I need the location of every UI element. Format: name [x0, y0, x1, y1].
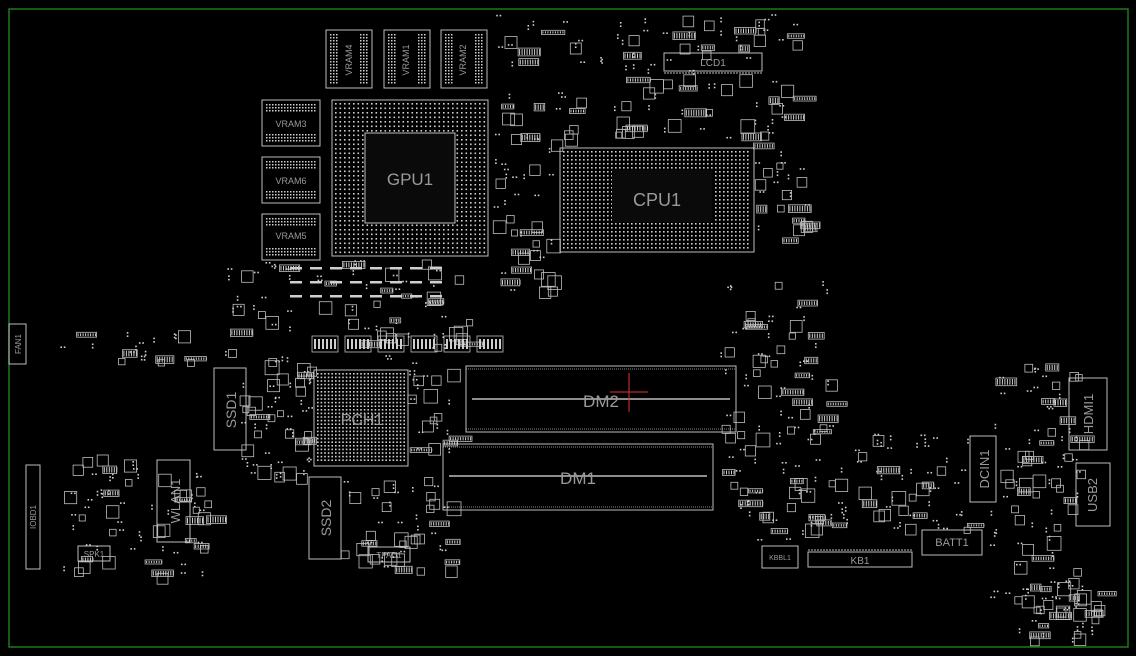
kb1-connector[interactable]: KB1 — [807, 549, 913, 568]
vram6-label: VRAM6 — [275, 176, 306, 186]
dcin1-connector[interactable]: DCIN1 — [969, 435, 997, 503]
spk1-label: SPK1 — [84, 550, 105, 559]
vram2-label: VRAM2 — [458, 44, 468, 75]
lcd1-label: LCD1 — [700, 58, 726, 69]
vram4-chip[interactable]: VRAM4 — [325, 29, 373, 89]
kb1-label: KB1 — [851, 556, 870, 567]
ssd1-label: SSD1 — [223, 392, 239, 429]
kbbl1-label: KBBL1 — [769, 555, 791, 562]
vram3-label: VRAM3 — [275, 119, 306, 129]
ssd2-label: SSD2 — [318, 500, 334, 537]
ssd2-slot[interactable]: SSD2 — [308, 476, 342, 560]
vram4-label: VRAM4 — [344, 44, 354, 75]
gpu1-chip[interactable]: GPU1 — [331, 99, 489, 257]
dcin1-label: DCIN1 — [977, 449, 992, 488]
pch1-chip[interactable]: PCH1 — [313, 369, 409, 467]
batt1-label: BATT1 — [935, 537, 968, 549]
passive-components — [60, 14, 1117, 647]
vram1-chip[interactable]: VRAM1 — [383, 29, 431, 89]
kbbl1-connector[interactable]: KBBL1 — [761, 545, 799, 569]
cpu1-label: CPU1 — [633, 190, 681, 210]
vram6-chip[interactable]: VRAM6 — [261, 156, 321, 204]
hdmi1-label: HDMI1 — [1081, 394, 1096, 434]
gpu1-label: GPU1 — [387, 170, 433, 189]
vram2-chip[interactable]: VRAM2 — [440, 29, 488, 89]
usb2-connector[interactable]: USB2 — [1075, 462, 1111, 527]
dm1-slot[interactable]: DM1 — [442, 443, 714, 511]
spk1-connector[interactable]: SPK1 — [77, 545, 111, 562]
dm1-label: DM1 — [560, 469, 596, 488]
dm2-label: DM2 — [583, 392, 619, 411]
vram1-label: VRAM1 — [401, 44, 411, 75]
vram5-chip[interactable]: VRAM5 — [261, 213, 321, 261]
dm2-slot[interactable]: DM2 — [465, 365, 737, 433]
usb2-label: USB2 — [1085, 478, 1100, 512]
pch1-label: PCH1 — [341, 412, 384, 429]
lcd1-connector[interactable]: LCD1 — [663, 52, 763, 74]
ssd1-slot[interactable]: SSD1 — [213, 367, 247, 451]
batt1-connector[interactable]: BATT1 — [921, 529, 983, 556]
iobd1-connector[interactable]: IOBD1 — [25, 464, 41, 570]
iobd1-label: IOBD1 — [29, 504, 38, 529]
fan1-connector[interactable]: FAN1 — [8, 323, 27, 365]
vram3-chip[interactable]: VRAM3 — [261, 99, 321, 147]
fan1-label: FAN1 — [14, 333, 23, 354]
cpu1-chip[interactable]: CPU1 — [559, 147, 755, 253]
vram5-label: VRAM5 — [275, 231, 306, 241]
tpad1-label: TPAD1 — [376, 551, 402, 560]
